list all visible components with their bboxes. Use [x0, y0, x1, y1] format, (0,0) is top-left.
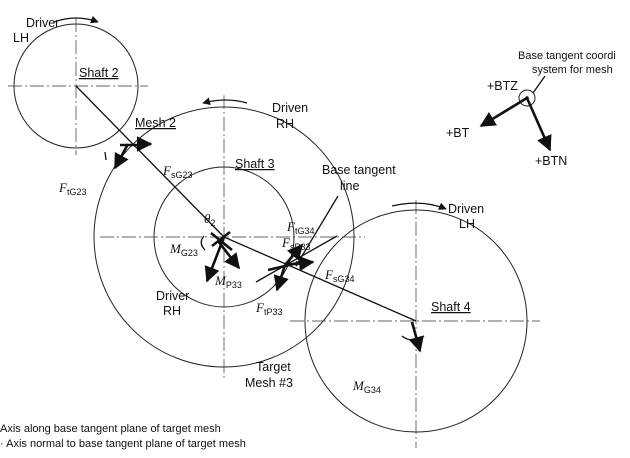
driven-rh-label-line1: Driven	[272, 101, 308, 115]
mesh2-label: Mesh 2	[135, 116, 176, 130]
shaft3-force-vectors	[200, 230, 241, 283]
base-tangent-line-label-line2: line	[340, 179, 360, 193]
shaft3-label: Shaft 3	[235, 157, 275, 171]
driver-rh-label-line2: RH	[163, 304, 181, 318]
coordinate-system-icon	[479, 75, 552, 152]
target-mesh-label-line2: Mesh #3	[245, 376, 293, 390]
theta2-label: θ2	[204, 211, 215, 228]
driver-rh-label-line1: Driver	[156, 289, 189, 303]
mesh2-force-vectors	[113, 136, 153, 170]
coord-caption-line1: Base tangent coordi	[518, 50, 616, 62]
driven-rh-label-line2: RH	[276, 117, 294, 131]
mg23-label: MG23	[169, 241, 198, 258]
driven-lh-label-line1: Driven	[448, 202, 484, 216]
shaft4-moment	[401, 321, 425, 353]
fsg23-label: FsG23	[162, 163, 192, 180]
ftg34-label: FtG34	[286, 219, 314, 236]
driven-lh-label-line2: LH	[459, 217, 475, 231]
bt-axis-label: +BT	[446, 126, 470, 140]
mp33-label: MP33	[214, 273, 242, 290]
fsg34-label: FsG34	[324, 267, 354, 284]
mesh3-force-vectors	[267, 243, 315, 292]
shaft4-label: Shaft 4	[431, 300, 471, 314]
mg34-label: MG34	[352, 378, 381, 395]
target-mesh-label-line1: Target	[256, 360, 291, 374]
coord-caption-line2: system for mesh	[532, 64, 613, 76]
legend-line-2: · Axis normal to base tangent plane of t…	[0, 438, 246, 450]
ftp33-label: FtP33	[255, 300, 282, 317]
btz-axis-label: +BTZ	[487, 79, 518, 93]
driver-lh-label-line2: LH	[13, 31, 29, 45]
driver-lh-label-line1: Driver	[26, 16, 59, 30]
base-tangent-line-label-line1: Base tangent	[322, 163, 396, 177]
ftg23-label: FtG23	[58, 180, 86, 197]
fsp33-label: FsP33	[281, 235, 310, 252]
rotation-arrow-shaft2	[53, 15, 99, 24]
shaft2-label: Shaft 2	[79, 66, 119, 80]
rotation-arrow-shaft3	[202, 97, 248, 106]
btn-axis-label: +BTN	[535, 154, 567, 168]
rotation-arrow-shaft4	[391, 202, 447, 210]
legend-line-1: Axis along base tangent plane of target …	[0, 423, 221, 435]
